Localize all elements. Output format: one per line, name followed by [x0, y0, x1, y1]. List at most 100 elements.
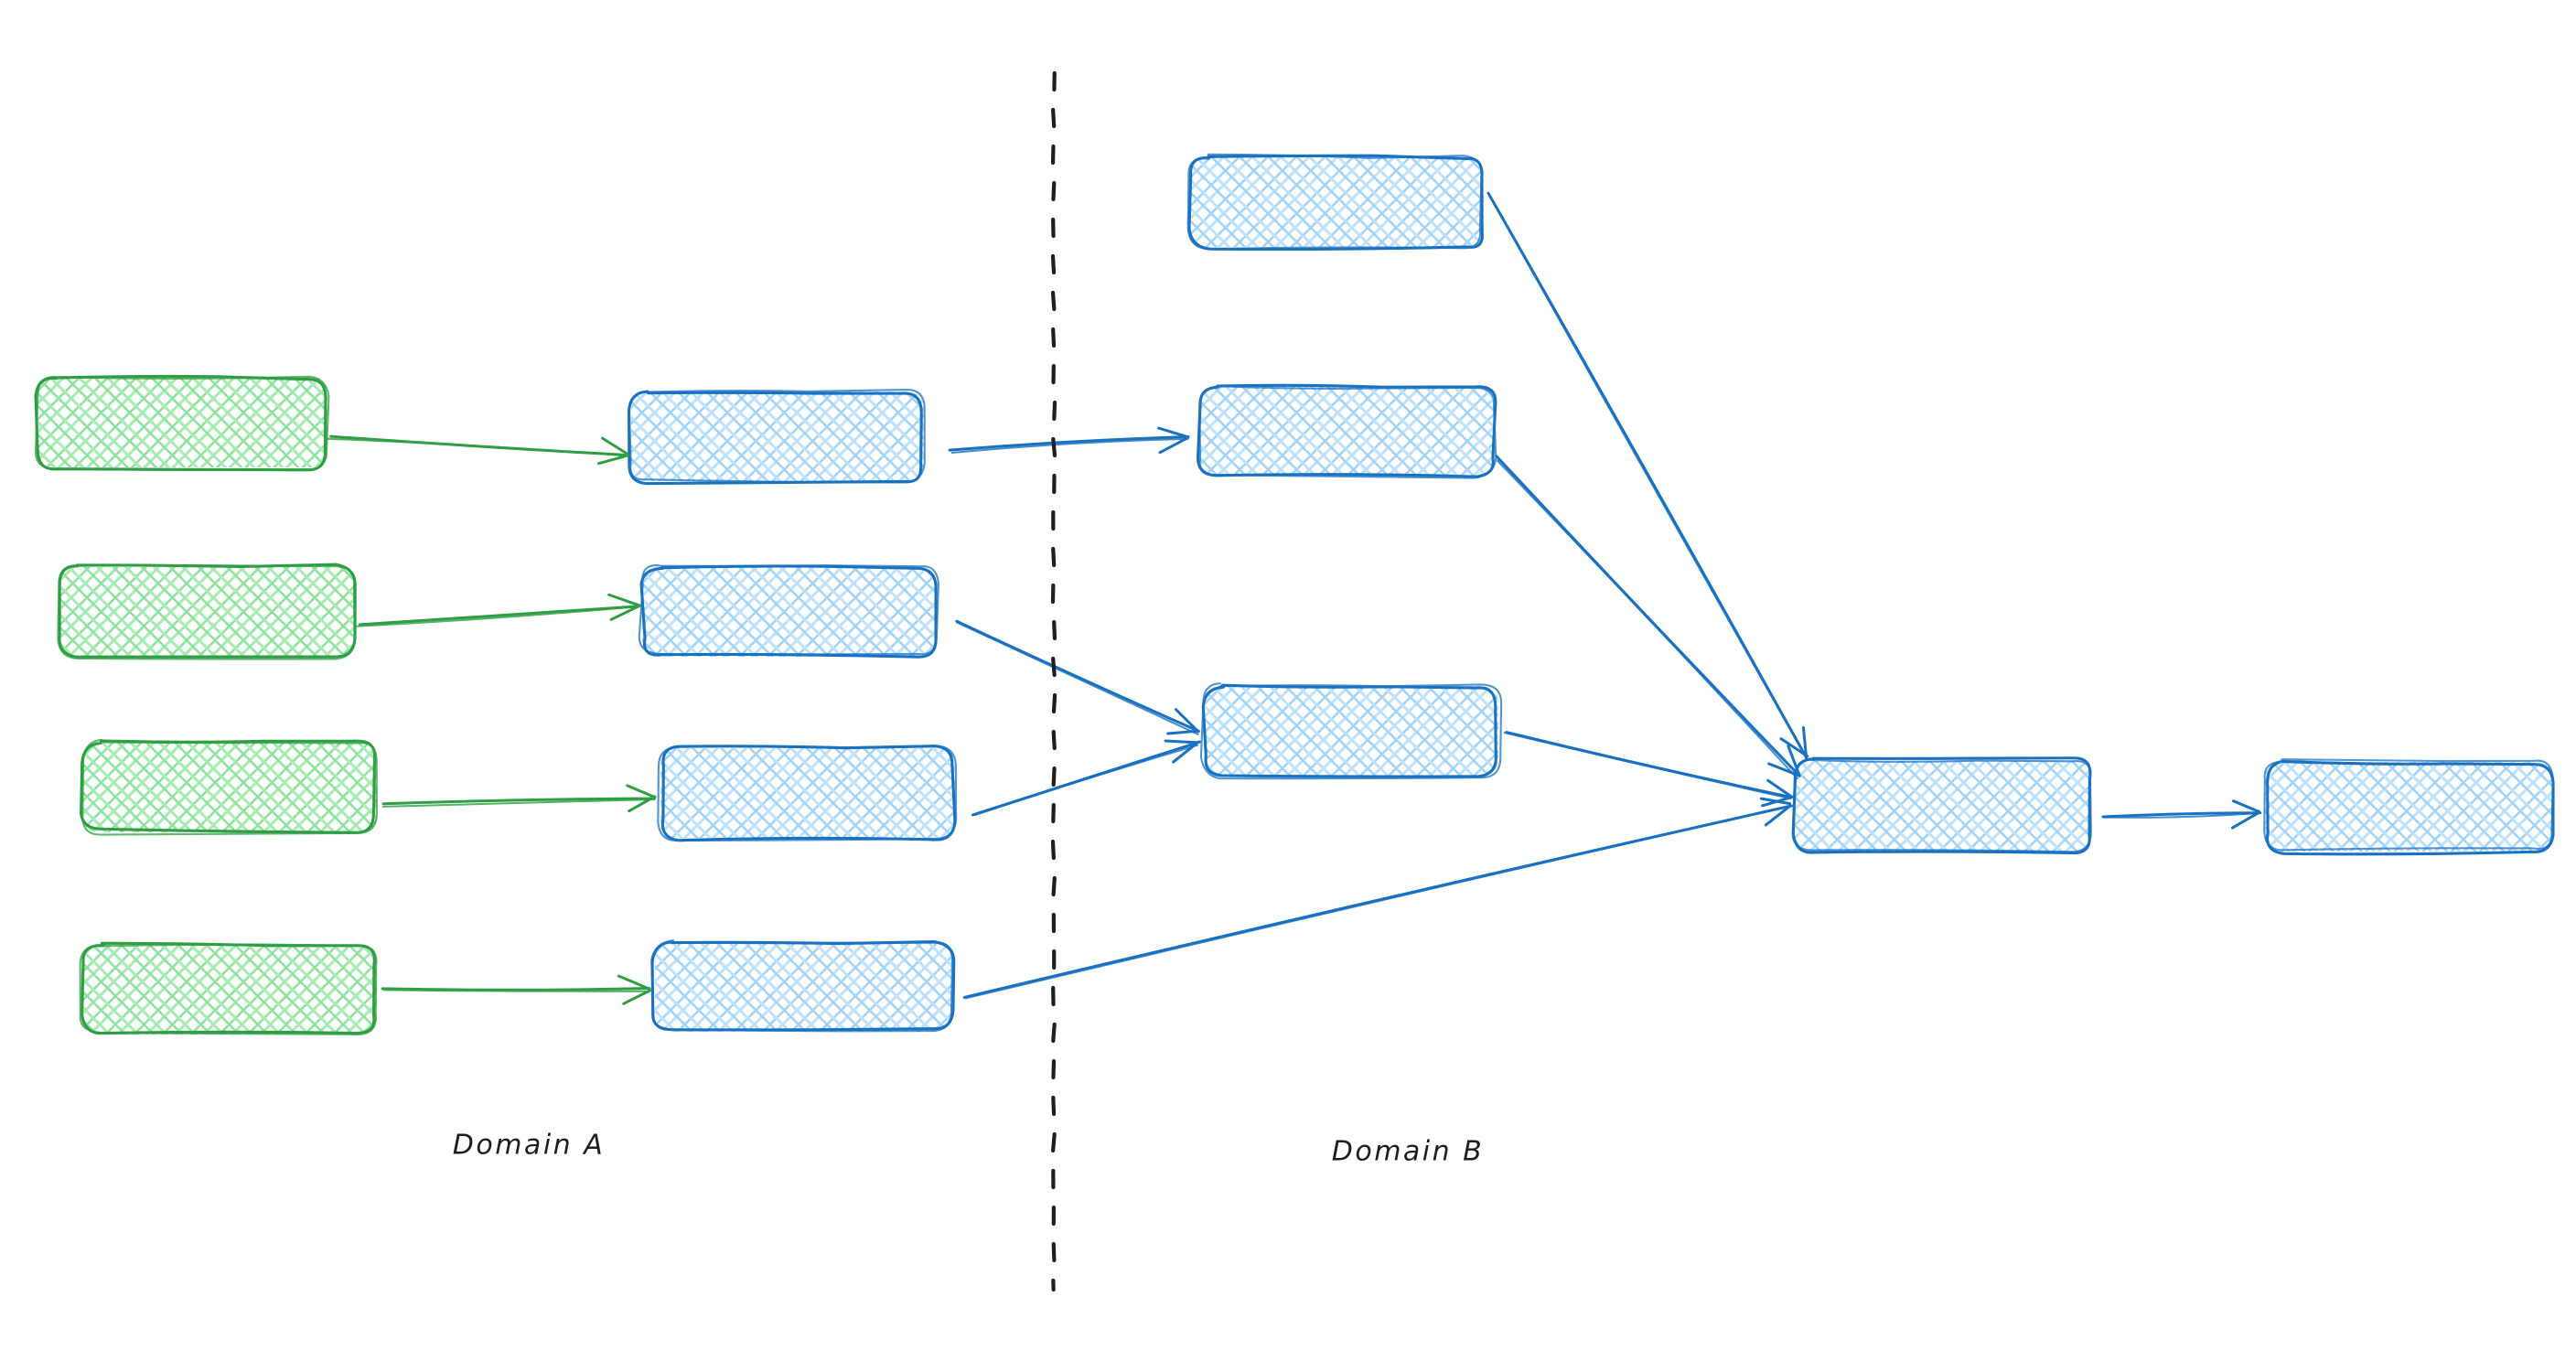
divider-dash [1051, 1022, 1057, 1044]
node-a-mid-1[interactable] [628, 389, 926, 486]
divider-dash [1051, 656, 1057, 678]
node-outline [1201, 683, 1497, 778]
divider-dash [1051, 107, 1057, 129]
node-outline [657, 745, 958, 842]
edge-e-b3 [971, 739, 1201, 817]
node-fill-hatch-b [655, 942, 951, 1032]
edge-line [381, 798, 656, 808]
node-fill-hatch-b [2264, 762, 2553, 852]
edge-e-c3 [1503, 731, 1794, 808]
node-a-src-4[interactable] [79, 941, 378, 1035]
divider-dash [1052, 400, 1057, 422]
node-fill-hatch-b [1795, 761, 2091, 852]
edge-line [381, 797, 656, 806]
node-a-mid-4[interactable] [650, 938, 956, 1033]
node-fill-hatch-b [660, 748, 955, 838]
divider-dash [1051, 546, 1057, 568]
edge-arrowhead [1166, 729, 1200, 735]
node-fill-hatch-b [37, 377, 327, 467]
edge-arrowhead [607, 593, 641, 607]
edge-e-a4 [381, 974, 651, 1005]
edge-arrowhead [601, 436, 628, 456]
divider-dash [1051, 327, 1057, 348]
node-outline [2265, 759, 2555, 856]
edge-line [2103, 811, 2260, 819]
divider-layer [1050, 70, 1057, 1292]
node-outline [57, 564, 356, 660]
divider-dash [1051, 436, 1057, 458]
edge-line [965, 805, 1792, 1000]
node-fill-hatch-b [60, 567, 355, 657]
node-outline [650, 938, 953, 1033]
node-fill-hatch-b [1204, 686, 1498, 776]
divider-dash [1050, 290, 1057, 312]
node-a-src-1[interactable] [34, 374, 330, 472]
edge-e-b2 [955, 619, 1200, 735]
edge-line [381, 986, 651, 991]
node-a-src-2[interactable] [57, 563, 357, 660]
divider-dash [1051, 692, 1057, 714]
edge-arrowhead [609, 604, 641, 621]
edge-e-out [2101, 799, 2262, 830]
node-outline [1199, 682, 1503, 780]
edge-line [1495, 455, 1800, 777]
label-domain-b: Domain B [1332, 1136, 1485, 1168]
node-fill-hatch-b [82, 945, 377, 1034]
edge-line [955, 619, 1200, 733]
node-outline [2263, 758, 2554, 852]
divider-dash [1050, 253, 1057, 275]
edge-arrowhead [622, 989, 651, 1005]
node-fill-hatch-b [642, 567, 937, 657]
edge-line [956, 621, 1199, 735]
edge-line [973, 744, 1199, 816]
divider-dash [1051, 1131, 1057, 1153]
node-a-mid-2[interactable] [638, 564, 939, 659]
edge-line [1489, 197, 1808, 760]
edge-e-b4 [962, 797, 1793, 1000]
edge-arrowhead [1787, 745, 1801, 777]
edge-line [948, 435, 1190, 452]
node-b-node-3[interactable] [1199, 682, 1503, 780]
node-a-src-3[interactable] [80, 738, 378, 836]
edge-e-a2 [356, 593, 641, 627]
node-b-node-2[interactable] [1196, 383, 1497, 479]
divider-dash [1051, 766, 1057, 788]
node-a-mid-3[interactable] [657, 745, 958, 842]
edge-arrowhead [1801, 726, 1809, 760]
divider-dash [1051, 1095, 1057, 1117]
edge-line [356, 606, 640, 627]
node-outline [628, 389, 926, 484]
edge-e-c2 [1495, 455, 1801, 779]
node-b-node-1[interactable] [1186, 153, 1484, 252]
divider-dash [1050, 839, 1056, 861]
edge-arrowhead [1157, 426, 1189, 439]
edge-e-a3 [381, 784, 657, 813]
edge-e-b1 [948, 426, 1190, 455]
node-outline [34, 375, 330, 471]
edge-arrowhead [1175, 708, 1200, 734]
node-fill-hatch-b [1191, 157, 1484, 247]
edge-arrowhead [1779, 737, 1809, 758]
edge-arrowhead [1172, 740, 1200, 764]
label-domain-a: Domain A [453, 1130, 605, 1162]
edge-line [1496, 459, 1798, 779]
node-outline [1198, 384, 1497, 479]
divider-dash [1051, 875, 1057, 897]
divider-dash [1051, 180, 1057, 202]
node-b-output[interactable] [2263, 758, 2555, 856]
edge-arrowhead [617, 974, 651, 991]
edge-arrowhead [1164, 739, 1199, 745]
node-fill-hatch-b [82, 743, 377, 832]
node-b-aggregate[interactable] [1791, 756, 2092, 855]
edge-e-a1 [327, 434, 629, 466]
node-layer [34, 153, 2555, 1035]
edge-arrowhead [1158, 436, 1189, 455]
node-outline [1187, 154, 1484, 252]
edge-line [358, 605, 640, 627]
node-outline [1791, 758, 2092, 853]
node-fill-hatch-b [631, 391, 924, 481]
edge-arrowhead [1767, 762, 1801, 777]
node-outline [81, 738, 378, 836]
